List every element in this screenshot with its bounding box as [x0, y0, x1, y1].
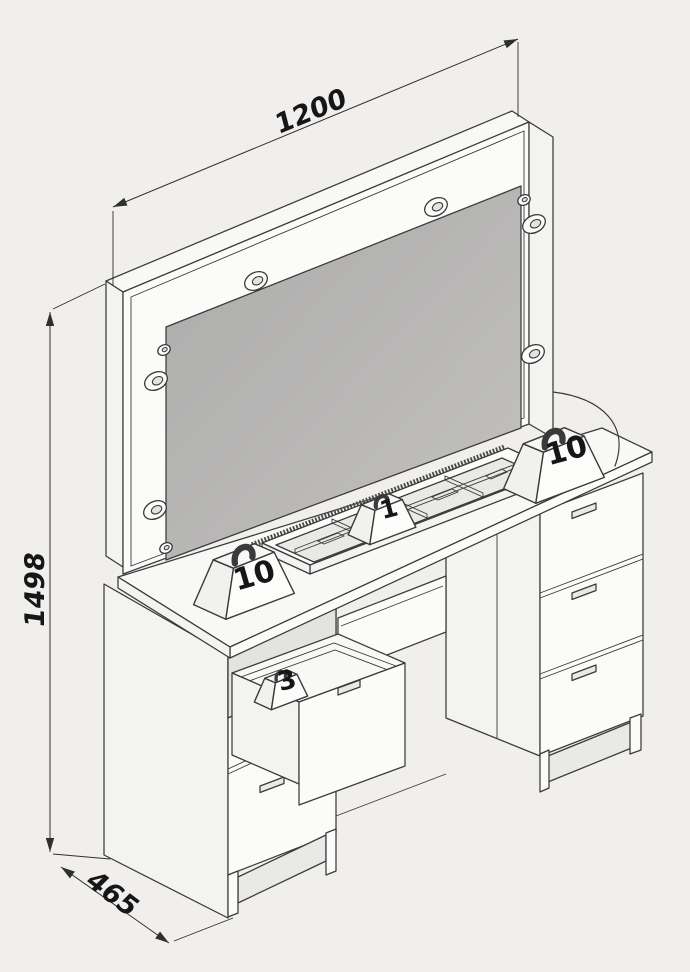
tray-compartment-step — [485, 468, 508, 480]
left-pedestal-leg — [325, 828, 337, 876]
mirror-frame-right-edge — [528, 121, 554, 439]
open-drawer-handle — [337, 679, 361, 696]
open-drawer-inner-floor — [248, 649, 389, 682]
drawer-divider-line — [539, 553, 644, 594]
drawer-divider-line — [539, 558, 644, 599]
extension-line — [52, 283, 106, 310]
drawer-divider-line — [539, 634, 644, 675]
tabletop-left-edge — [117, 576, 231, 659]
dimension-line — [60, 866, 170, 944]
dimension-height: 1498 — [20, 283, 111, 860]
load-weights: 10 1 10 3 — [194, 428, 605, 712]
tray-compartment-step — [430, 488, 460, 501]
center-drawer-lip-line — [340, 585, 444, 627]
left-pedestal-leg — [227, 870, 239, 918]
led-strip — [251, 444, 506, 548]
dimension-line — [112, 38, 519, 208]
extension-line — [173, 917, 234, 942]
right-pedestal — [445, 472, 644, 793]
open-drawer — [231, 633, 406, 806]
kneehole-floor-line — [335, 773, 447, 817]
open-drawer-inner-edge — [240, 642, 397, 678]
power-cord — [552, 391, 620, 467]
right-pedestal-leg — [629, 713, 642, 755]
right-pedestal-front — [539, 472, 644, 757]
extension-line — [52, 853, 111, 860]
right-pedestal-leg — [539, 749, 550, 793]
open-drawer-front — [298, 662, 406, 806]
mirror-frame-left-edge — [105, 280, 124, 568]
mirror-glass — [165, 185, 522, 561]
dimension-height-value: 1498 — [20, 550, 51, 629]
drawer-divider-line — [539, 639, 644, 680]
tray-compartment-step — [316, 532, 346, 545]
tray-divider — [444, 475, 484, 498]
